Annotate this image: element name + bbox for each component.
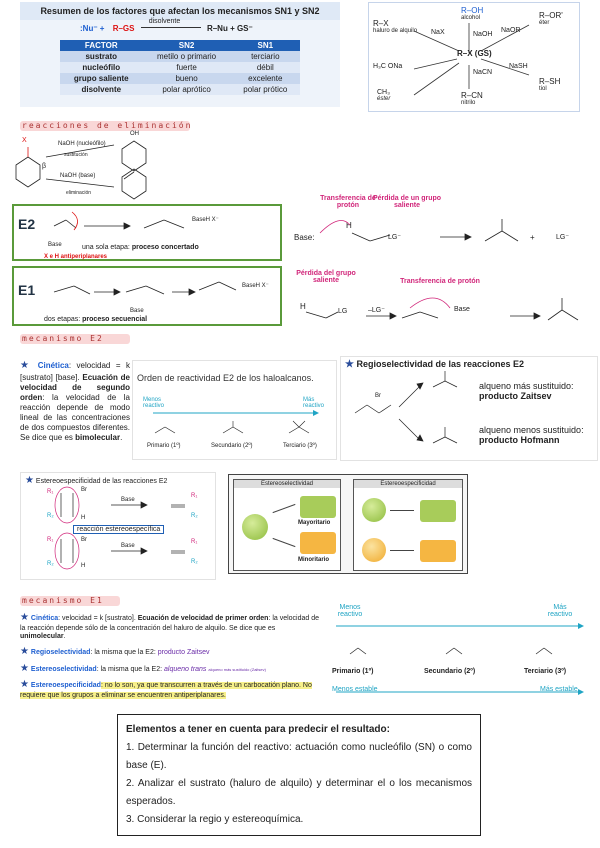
- substrate-circle: [242, 514, 268, 540]
- zaitsev-label: alqueno más sustituido:producto Zaitsev: [479, 381, 574, 401]
- hofmann-label: alqueno menos sustituido:producto Hofman…: [479, 425, 584, 445]
- highlight: [20, 121, 190, 131]
- e2-kinetics: ★ Cinética: velocidad = k [sustrato] [ba…: [20, 360, 130, 442]
- e2-label: E2: [18, 216, 36, 232]
- e2-antiperiplanar: X e H antiperiplanares: [44, 254, 108, 260]
- acetate: H₃C ONa: [373, 63, 403, 70]
- scheme-arrows: [413, 23, 530, 96]
- highlight: [20, 334, 130, 344]
- stereo-structures: [54, 486, 185, 570]
- cyclohexane-drawings: [15, 140, 147, 200]
- e1-mechanism: Pérdida del grupo saliente Transferencia…: [290, 268, 590, 338]
- center-rx: R–X (GS): [457, 49, 492, 58]
- elimination-heading: reacciones de eliminación: [22, 121, 193, 130]
- elimination-scheme: X β OH NaOH (nucleófilo) sustitución NaO…: [4, 131, 204, 200]
- e1-reactivity-panel: Menos reactivo Más reactivo Primario (1º…: [328, 604, 590, 704]
- sn-equation: :Nu⁻ + R–GS disolvente R–Nu + GS⁻: [80, 18, 253, 33]
- star-icon: ★: [345, 359, 354, 370]
- e1-structures: [53, 281, 237, 296]
- regio-title: ★ Regioselectividad de las reacciones E2: [345, 359, 525, 370]
- star-icon: ★: [25, 475, 34, 486]
- reagent-naoh: NaOH: [473, 31, 493, 38]
- reactivity-title: Orden de reactividad E2 de los haloalcan…: [137, 373, 314, 383]
- e1-note: dos etapas: proceso secuencial: [44, 316, 148, 323]
- e1-box: E1 Base BaseH X⁻ dos etapas: proceso sec…: [12, 266, 282, 326]
- regio-structures: [354, 371, 458, 444]
- col-factor: FACTOR: [60, 40, 143, 51]
- specificity-title: Estereoespecificidad: [354, 480, 462, 488]
- e2-mech-drawing: [319, 219, 519, 242]
- star-icon: ★: [20, 612, 29, 623]
- right-ether: R–OR'éter: [539, 11, 563, 26]
- e2-regio-panel: ★ Regioselectividad de las reacciones E2…: [340, 356, 598, 461]
- e2-structures: [53, 211, 185, 231]
- stereo-diagram: Estereoselectividad Mayoritario Minorita…: [228, 474, 468, 574]
- e1-label: E1: [18, 282, 36, 298]
- summary-item-2: 2. Analizar el sustrato (haluro de alqui…: [126, 778, 472, 807]
- sn-title: Resumen de los factores que afectan los …: [20, 2, 340, 20]
- summary-item-3: 3. Considerar la regio y estereoquímica.: [126, 814, 304, 825]
- e1-mech-drawing: [305, 297, 579, 321]
- e1-heading: mecanismo E1: [22, 596, 104, 605]
- selectivity-title: Estereoselectividad: [234, 480, 340, 488]
- reagent-nax: NaX: [431, 29, 445, 36]
- reagent-nash: NaSH: [509, 63, 528, 70]
- reactivity-arrow: [153, 410, 319, 434]
- highlight: [20, 596, 120, 606]
- e1-reactivity-drawing: [336, 623, 584, 695]
- minor-product: [300, 532, 336, 554]
- e2-mechanism: Transferencia de protón Pérdida de un gr…: [290, 195, 590, 265]
- stereo-title: ★ Estereoespecificidad de las reacciones…: [25, 475, 168, 486]
- e2-heading: mecanismo E2: [22, 334, 104, 343]
- star-icon: ★: [20, 360, 33, 371]
- major-product: [300, 496, 336, 518]
- col-sn1: SN1: [230, 40, 300, 51]
- e2-reactivity-panel: Orden de reactividad E2 de los haloalcan…: [132, 360, 337, 460]
- stereospecific-label: reacción estereoespecífica: [73, 525, 165, 534]
- e2-stereo-panel: ★ Estereoespecificidad de las reacciones…: [20, 472, 216, 580]
- reagent-nacn: NaCN: [473, 69, 493, 76]
- sn-summary-panel: Resumen de los factores que afectan los …: [20, 2, 340, 107]
- reagent-nucleophile: NaOH (nucleófilo): [58, 141, 106, 147]
- star-icon: ★: [20, 679, 29, 690]
- e2-box: E2 Base BaseH X⁻ una sola etapa: proceso…: [12, 204, 282, 261]
- summary-title: Elementos a tener en cuenta para predeci…: [126, 724, 390, 735]
- e2-note: una sola etapa: proceso concertado: [82, 244, 199, 251]
- star-icon: ★: [20, 662, 29, 674]
- reagent-naor: NaOR: [501, 27, 521, 34]
- col-sn2: SN2: [142, 40, 231, 51]
- summary-box: Elementos a tener en cuenta para predeci…: [117, 714, 481, 836]
- reagent-base: NaOH (base): [60, 173, 96, 179]
- e1-points: ★ Cinética: velocidad = k [sustrato]. Ec…: [20, 612, 320, 699]
- summary-item-1: 1. Determinar la función del reactivo: a…: [126, 742, 472, 771]
- star-icon: ★: [20, 646, 29, 657]
